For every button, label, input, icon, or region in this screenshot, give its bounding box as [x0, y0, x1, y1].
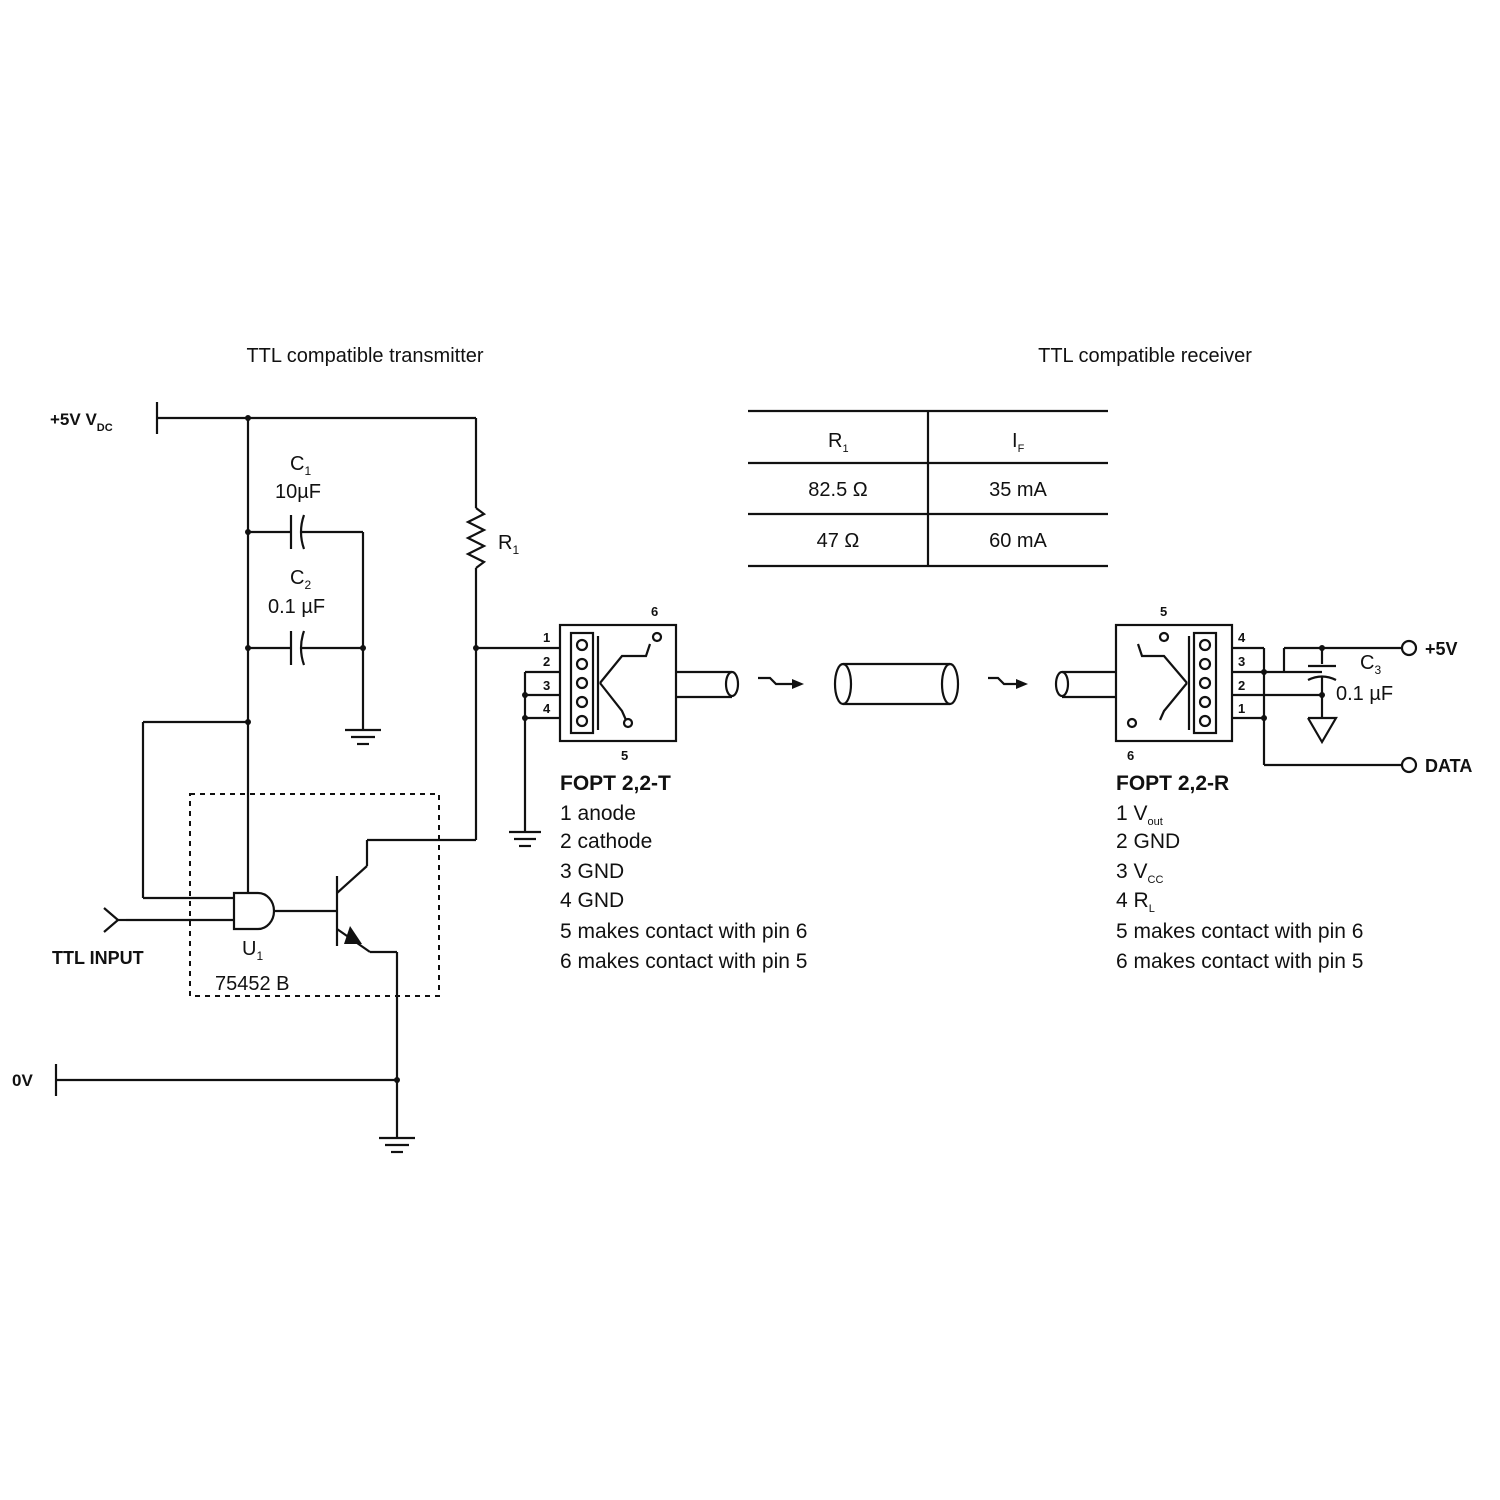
ground-icon [1307, 716, 1338, 745]
tx-pin-description: 4 GND [560, 889, 624, 912]
table-header: R1 [828, 430, 849, 455]
c3-value: 0.1 µF [1336, 683, 1393, 705]
c3-sub: 3 [1374, 663, 1381, 677]
rx-pin-description: 2 GND [1116, 830, 1180, 853]
rx-pin-number: 4 [1238, 630, 1246, 645]
u1-sub: 1 [256, 949, 263, 963]
zero-v-label: 0V [12, 1071, 33, 1090]
resistor-current-table: R1 IF 82.5 Ω 35 mA 47 Ω 60 mA [748, 409, 1108, 568]
svg-text:U1: U1 [242, 938, 263, 963]
capacitor-c3: C3 0.1 µF [1307, 645, 1393, 718]
rx-pin-description: 6 makes contact with pin 5 [1116, 950, 1363, 973]
r1-name: R [498, 532, 512, 554]
table-cell: 82.5 Ω [808, 479, 867, 501]
table-cell: 47 Ω [817, 530, 860, 552]
tx-pin-description: 2 cathode [560, 830, 652, 853]
tx-pin-number: 1 [543, 630, 550, 645]
rx-pin-description: 3 VCC [1116, 860, 1163, 886]
c2-sub: 2 [304, 578, 311, 592]
resistor-r1: R1 [465, 418, 519, 840]
rx-pin-description: 5 makes contact with pin 6 [1116, 920, 1363, 943]
transmitter-title: TTL compatible transmitter [246, 345, 483, 367]
c1-sub: 1 [304, 464, 311, 478]
svg-text:R1: R1 [498, 532, 519, 557]
tx-pin-description: 1 anode [560, 802, 636, 825]
rx-module-name: FOPT 2,2-R [1116, 772, 1229, 795]
svg-text:C2: C2 [290, 567, 311, 592]
ground-icon [509, 830, 541, 848]
rx-pin-bottom: 6 [1127, 748, 1134, 763]
transmitter-module [558, 623, 740, 743]
receiver-title: TTL compatible receiver [1038, 345, 1252, 367]
c2-name: C [290, 567, 304, 589]
data-terminal-icon [1400, 756, 1418, 774]
table-cell: 35 mA [989, 479, 1047, 501]
driver-package-outline [189, 793, 440, 997]
light-arrow-icon [758, 676, 804, 689]
plus5v-label: +5V [1425, 639, 1458, 659]
npn-transistor-icon [335, 838, 476, 1138]
u1-name: U [242, 938, 256, 960]
c1-name: C [290, 453, 304, 475]
capacitor-c1: C1 10µF [248, 453, 363, 550]
and-gate-u1: U1 75452 B [126, 891, 336, 995]
ttl-input-label: TTL INPUT [52, 948, 144, 968]
tx-pin-number: 2 [543, 654, 550, 669]
plus5v-terminal-icon [1400, 639, 1418, 657]
table-cell: 60 mA [989, 530, 1047, 552]
vcc-label-sub: DC [97, 422, 113, 434]
rx-pin-number: 3 [1238, 654, 1245, 669]
rx-pin-description: 4 RL [1116, 889, 1155, 915]
table-header: IF [1012, 430, 1025, 455]
fiber-cable-icon [833, 662, 960, 706]
rx-pin-number: 2 [1238, 678, 1245, 693]
tx-pin-top: 6 [651, 604, 658, 619]
data-label: DATA [1425, 756, 1472, 776]
c3-name: C [1360, 652, 1374, 674]
u1-part: 75452 B [215, 973, 290, 995]
tx-pin-description: 6 makes contact with pin 5 [560, 950, 807, 973]
supply-zero-v: 0V [12, 1064, 400, 1096]
c2-value: 0.1 µF [268, 596, 325, 618]
rx-pin-description: 1 Vout [1116, 802, 1163, 828]
ground-icon [379, 1136, 415, 1154]
svg-text:C3: C3 [1360, 652, 1381, 677]
tx-pin-bottom: 5 [621, 748, 628, 763]
tx-pin-number: 4 [543, 701, 551, 716]
capacitor-c2: C2 0.1 µF [248, 567, 363, 666]
tx-pin-description: 5 makes contact with pin 6 [560, 920, 807, 943]
receiver-module [1054, 623, 1234, 743]
vcc-label: +5V VDC [50, 410, 113, 434]
tx-pin-description: 3 GND [560, 860, 624, 883]
tx-pin-number: 3 [543, 678, 550, 693]
tx-module-name: FOPT 2,2-T [560, 772, 671, 795]
c1-value: 10µF [275, 481, 321, 503]
ttl-input-connector-icon [103, 907, 126, 933]
rx-pin-top: 5 [1160, 604, 1167, 619]
light-arrow-icon [988, 676, 1028, 689]
ground-icon [345, 728, 381, 746]
r1-sub: 1 [512, 543, 519, 557]
rx-pin-number: 1 [1238, 701, 1245, 716]
supply-vcc: +5V VDC [50, 402, 476, 434]
svg-text:C1: C1 [290, 453, 311, 478]
